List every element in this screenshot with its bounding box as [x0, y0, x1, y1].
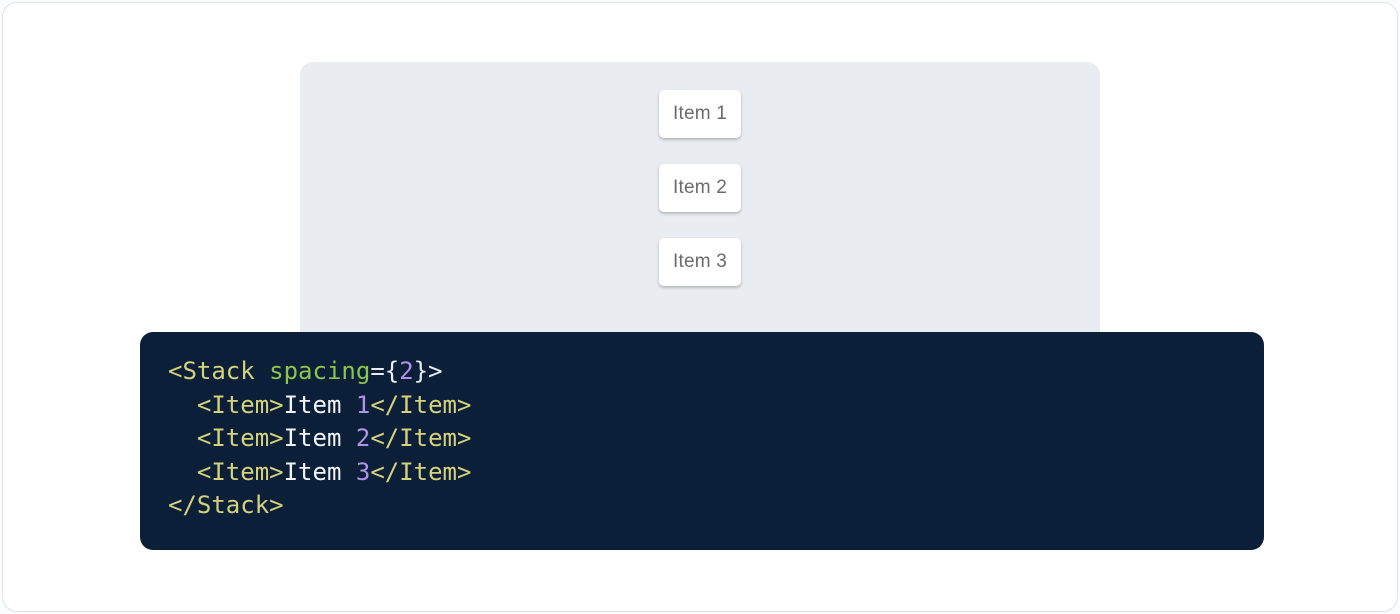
code-token-punct: }> — [413, 357, 443, 385]
code-token-tag: <Item> — [196, 457, 284, 486]
code-token-tag: </Item> — [370, 457, 472, 486]
stack-item: Item 3 — [659, 238, 741, 286]
code-token-plain: Item — [283, 457, 356, 486]
code-token-tag: </Item> — [370, 424, 472, 452]
demo-panel: Item 1 Item 2 Item 3 — [300, 62, 1100, 362]
code-token-tag: </Stack> — [168, 491, 284, 519]
code-token-num: 2 — [399, 357, 414, 385]
code-token-num: 3 — [355, 457, 371, 486]
code-token-plain — [168, 391, 197, 419]
code-token-tag: <Item> — [196, 390, 284, 419]
code-block: <Stack spacing={2}> <Item>Item 1</Item> … — [140, 332, 1264, 550]
code-token-plain — [168, 424, 197, 452]
code-token-num: 2 — [355, 424, 371, 452]
code-token-plain: Item — [283, 390, 356, 419]
code-token-tag: <Stack — [168, 357, 270, 385]
stack-demo: Item 1 Item 2 Item 3 — [300, 62, 1100, 286]
code-token-plain — [168, 458, 197, 486]
code-token-tag: </Item> — [370, 390, 472, 419]
code-token-plain: Item — [283, 424, 356, 452]
code-content: <Stack spacing={2}> <Item>Item 1</Item> … — [168, 355, 1236, 523]
stack-item: Item 2 — [659, 164, 741, 212]
code-token-tag: <Item> — [196, 424, 284, 452]
code-token-attr: spacing — [269, 357, 371, 385]
code-token-punct: ={ — [370, 357, 400, 385]
stack-item: Item 1 — [659, 90, 741, 138]
code-token-num: 1 — [355, 390, 371, 419]
